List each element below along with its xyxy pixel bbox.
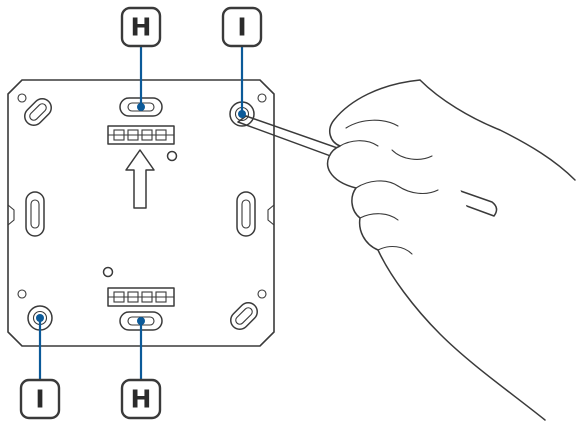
marker-dot [238,110,246,118]
slot-right [236,191,256,237]
callout-top-i: I [221,6,263,48]
callout-bottom-i: I [19,378,61,420]
leaders [36,46,246,380]
callout-label: I [35,385,44,414]
callout-top-h: H [120,6,162,48]
small-hole-top [166,150,178,162]
marker-dot [36,314,44,322]
callout-label: I [237,13,246,42]
callout-bottom-h: H [120,378,162,420]
clip-top [107,125,175,145]
mounting-plate [7,79,275,347]
callout-label: H [131,13,152,42]
marker-dot [137,103,145,111]
up-arrow-icon [125,149,155,209]
slot-left [25,191,45,237]
hand-with-pencil-icon [237,79,576,421]
marker-dot [137,317,145,325]
small-hole-bottom [102,266,114,278]
clip-bottom [107,287,175,307]
callout-label: H [131,385,152,414]
